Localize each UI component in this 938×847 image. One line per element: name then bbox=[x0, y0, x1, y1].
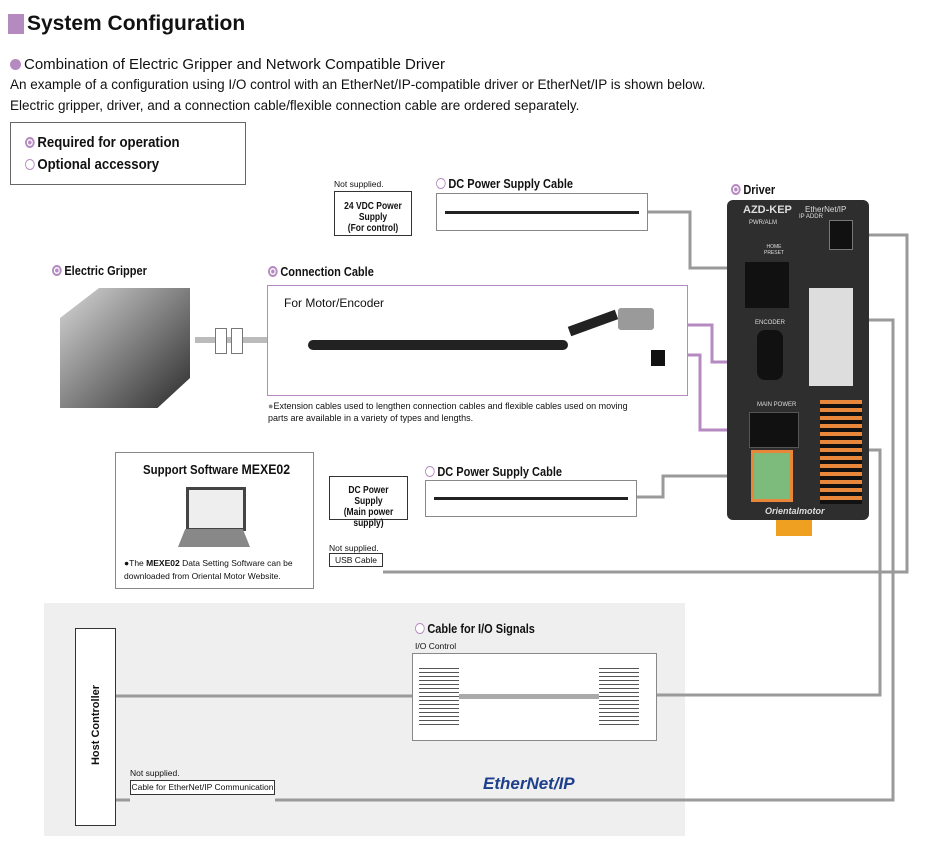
connection-cable-box[interactable]: For Motor/Encoder bbox=[267, 285, 688, 396]
software-title: Support Software MEXE02 bbox=[143, 461, 291, 477]
io-cable-label: Cable for I/O Signals bbox=[415, 622, 535, 636]
driver-ipaddr: IP ADDR bbox=[799, 214, 823, 220]
subtitle-text: Combination of Electric Gripper and Netw… bbox=[24, 56, 445, 73]
cn5-terminal bbox=[820, 400, 862, 504]
usb-port bbox=[829, 220, 853, 250]
driver-mainpower: MAIN POWER bbox=[757, 402, 797, 408]
driver-brand: Orientalmotor bbox=[765, 506, 825, 516]
cable-branch bbox=[567, 309, 619, 337]
psu-control-line2: (For control) bbox=[347, 223, 399, 234]
io-cable-box[interactable] bbox=[412, 653, 657, 741]
connection-cable-sub: For Motor/Encoder bbox=[284, 296, 385, 310]
driver-pwr: PWR/ALM bbox=[749, 220, 778, 226]
wire-usb bbox=[383, 233, 909, 574]
software-box[interactable]: Support Software MEXE02 ●The MEXE02 Data… bbox=[115, 452, 314, 589]
intro-line-2: Electric gripper, driver, and a connecti… bbox=[10, 98, 580, 113]
encoder-port bbox=[757, 330, 783, 380]
title-marker bbox=[8, 14, 24, 34]
legend-required: Required for operation bbox=[25, 134, 180, 151]
usb-not-supplied: Not supplied. bbox=[329, 543, 379, 553]
encoder-plug-image bbox=[618, 308, 654, 330]
connection-cable-label: Connection Cable bbox=[268, 265, 374, 279]
legend-box: Required for operation Optional accessor… bbox=[10, 122, 246, 185]
psu-control-not-supplied: Not supplied. bbox=[334, 179, 384, 189]
optional-icon bbox=[25, 159, 35, 170]
gripper-connector bbox=[215, 328, 227, 354]
io-cable-sub: I/O Control bbox=[415, 641, 457, 651]
cable-icon bbox=[459, 694, 599, 699]
host-controller-label: Host Controller bbox=[90, 684, 102, 766]
driver-network: EtherNet/IP bbox=[805, 205, 847, 214]
driver-model: AZD-KEP bbox=[743, 204, 792, 216]
driver-label: Driver bbox=[731, 183, 775, 197]
wire-dc-main bbox=[636, 474, 775, 499]
cable-image bbox=[308, 340, 568, 350]
bullet-icon bbox=[10, 59, 21, 70]
intro-line-1: An example of a configuration using I/O … bbox=[10, 77, 706, 92]
cable-connector bbox=[231, 328, 243, 354]
cn1-terminal bbox=[745, 262, 789, 308]
gripper-label: Electric Gripper bbox=[52, 264, 147, 278]
dc-cable-bottom-box[interactable] bbox=[425, 480, 637, 517]
ethernet-logo: EtherNet/IP bbox=[483, 774, 575, 793]
dc-cable-bottom-label: DC Power Supply Cable bbox=[425, 465, 562, 479]
laptop-base bbox=[178, 529, 250, 547]
driver-encoder: ENCODER bbox=[755, 320, 786, 326]
wire-bundle-left bbox=[419, 668, 459, 726]
driver-image: AZD-KEP EtherNet/IP PWR/ALM IP ADDR HOME… bbox=[727, 200, 869, 520]
gripper-image bbox=[60, 288, 190, 408]
section-subtitle: Combination of Electric Gripper and Netw… bbox=[10, 56, 445, 73]
connection-cable-note: ●Extension cables used to lengthen conne… bbox=[268, 401, 628, 423]
ethernet-ports bbox=[809, 288, 853, 386]
din-clip bbox=[776, 520, 812, 536]
wire-bundle-right bbox=[599, 668, 639, 726]
psu-control-box: 24 VDC Power Supply (For control) bbox=[334, 191, 412, 236]
required-icon bbox=[25, 137, 35, 148]
dc-cable-top-box[interactable] bbox=[436, 193, 648, 231]
cable-icon bbox=[434, 497, 628, 500]
laptop-icon bbox=[186, 487, 246, 531]
cable-icon bbox=[445, 211, 639, 214]
psu-control-line1: 24 VDC Power Supply bbox=[344, 201, 402, 223]
motor-port bbox=[749, 412, 799, 448]
ethernet-not-supplied: Not supplied. bbox=[130, 768, 180, 778]
motor-plug-image bbox=[651, 350, 665, 366]
host-controller-box[interactable]: Host Controller bbox=[75, 628, 116, 826]
psu-main-box: DC Power Supply (Main power supply) bbox=[329, 476, 408, 529]
ethernet-cable-box[interactable]: Cable for EtherNet/IP Communication bbox=[130, 780, 275, 795]
page-title: System Configuration bbox=[27, 12, 246, 35]
dc-cable-top-label: DC Power Supply Cable bbox=[436, 177, 573, 191]
software-note: ●The MEXE02 Data Setting Software can be… bbox=[124, 558, 293, 581]
power-terminal bbox=[751, 450, 793, 502]
usb-cable-box[interactable]: USB Cable bbox=[329, 553, 383, 567]
psu-main-line2: (Main power supply) bbox=[343, 507, 394, 529]
psu-main-line1: DC Power Supply bbox=[348, 485, 389, 507]
driver-home: HOME PRESET bbox=[763, 244, 784, 256]
legend-optional: Optional accessory bbox=[25, 156, 159, 173]
